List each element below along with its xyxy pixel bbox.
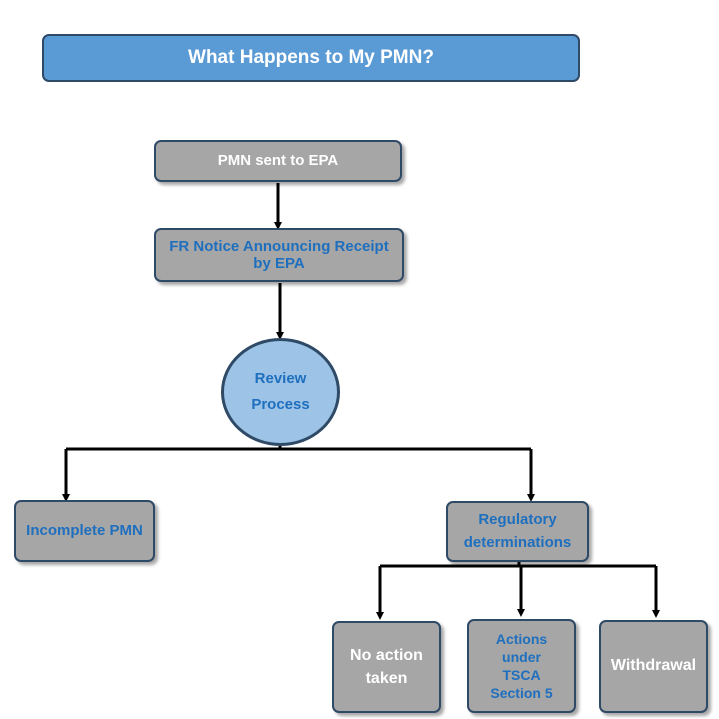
node-withdrawal-label: Withdrawal [610, 657, 697, 675]
node-review-process: Review Process [221, 338, 340, 446]
node-no-action-line2: taken [365, 670, 408, 687]
node-no-action-line1: No action [350, 646, 423, 664]
node-withdrawal: Withdrawal [599, 620, 708, 713]
node-no-action-taken: No action taken [332, 621, 441, 713]
node-review-line2: Process [251, 396, 310, 413]
node-regulatory-line2: determinations [463, 533, 572, 551]
node-fr-notice-line1: FR Notice Announcing Receipt [169, 237, 389, 255]
node-review-line1: Review [254, 369, 307, 387]
node-actions-tsca: Actions under TSCA Section 5 [467, 619, 576, 713]
node-actions-line2: under [502, 648, 541, 665]
node-fr-notice: FR Notice Announcing Receipt by EPA [154, 228, 404, 282]
node-actions-line3: TSCA [502, 667, 541, 683]
node-incomplete-label: Incomplete PMN [26, 522, 143, 540]
diagram-title-text: What Happens to My PMN? [188, 47, 434, 69]
node-regulatory-determinations: Regulatory determinations [446, 501, 589, 562]
node-actions-line1: Actions [495, 630, 548, 647]
node-regulatory-line1: Regulatory [478, 511, 557, 528]
node-pmn-sent-label: PMN sent to EPA [217, 152, 339, 170]
diagram-title: What Happens to My PMN? [42, 34, 580, 82]
node-incomplete-pmn: Incomplete PMN [14, 500, 155, 562]
node-fr-notice-line2: by EPA [253, 255, 305, 272]
node-pmn-sent: PMN sent to EPA [154, 140, 402, 182]
node-actions-line4: Section 5 [490, 685, 553, 702]
